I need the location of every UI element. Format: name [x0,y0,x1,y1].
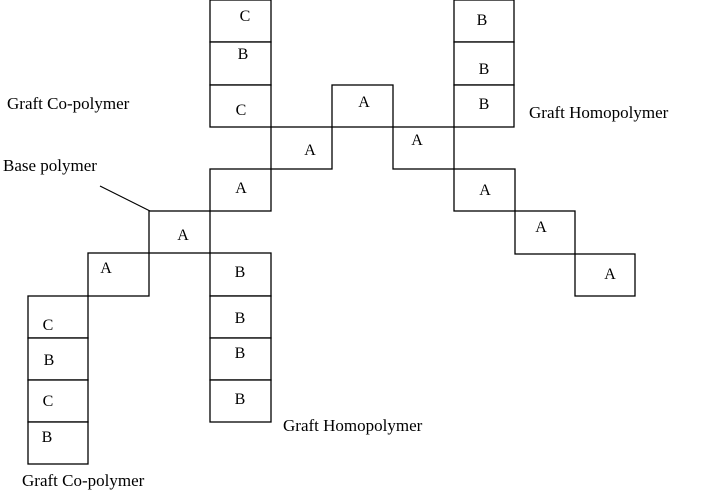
backbone-unit: A [453,168,516,212]
backbone-chain: A A A A A A A A [87,84,636,297]
unit-label: B [479,61,490,78]
backbone-unit: A [148,210,211,254]
backbone-unit: A [87,252,150,297]
graft-unit: B [27,337,89,381]
graft-unit: B [209,379,272,423]
unit-label: A [604,266,616,283]
unit-label: B [238,46,249,63]
label-graft-homopolymer-top: Graft Homopolymer [529,103,669,122]
backbone-unit: A [514,210,576,255]
label-base-polymer: Base polymer [3,156,97,175]
graft-unit: B [453,41,515,86]
graft-unit: B [27,421,89,465]
unit-label: A [358,94,370,111]
unit-label: B [477,12,488,29]
unit-label: C [240,8,251,25]
backbone-unit: A [392,126,455,170]
graft-unit: C [209,0,272,43]
graft-homopolymer-top-chain: B B B [453,0,515,128]
graft-unit: B [209,295,272,339]
unit-label: C [43,393,54,410]
label-graft-copolymer-bottom: Graft Co-polymer [22,471,145,490]
base-polymer-pointer [99,185,151,212]
unit-label: A [235,180,247,197]
unit-label: A [479,182,491,199]
graft-unit: B [209,252,272,297]
graft-copolymer-top-chain: C B C [209,0,272,128]
unit-label: B [235,345,246,362]
graft-unit: B [209,337,272,381]
graft-unit: C [209,84,272,128]
unit-label: C [236,102,247,119]
unit-label: B [479,96,490,113]
backbone-unit: A [574,253,636,297]
unit-label: C [43,317,54,334]
backbone-unit: A [270,126,333,170]
unit-label: A [411,132,423,149]
unit-label: A [304,142,316,159]
unit-label: B [44,352,55,369]
graft-unit: B [209,41,272,86]
graft-unit: B [453,0,515,43]
unit-label: B [235,264,246,281]
backbone-unit: A [209,168,272,212]
label-graft-copolymer-top: Graft Co-polymer [7,94,130,113]
unit-label: B [235,310,246,327]
graft-copolymer-bottom-chain: C B C B [27,295,89,465]
unit-label: A [177,227,189,244]
unit-label: A [535,219,547,236]
graft-unit: C [27,295,89,339]
unit-label: B [42,429,53,446]
graft-unit: C [27,379,89,423]
backbone-unit: A [331,84,394,128]
graft-homopolymer-bottom-chain: B B B B [209,252,272,423]
unit-label: A [100,260,112,277]
label-graft-homopolymer-bottom: Graft Homopolymer [283,416,423,435]
graft-unit: B [453,84,515,128]
unit-label: B [235,391,246,408]
